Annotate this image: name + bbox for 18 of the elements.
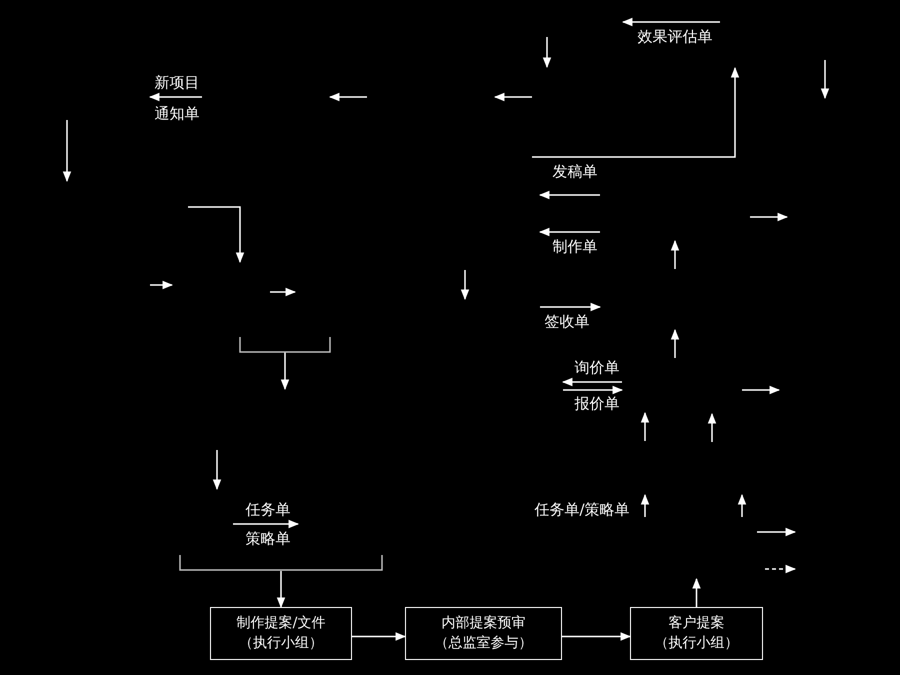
form-label: 通知单 [154,106,200,122]
form-label: 任务单/策略单 [534,502,630,518]
form-label: 效果评估单 [638,30,712,44]
arrow [562,632,632,641]
form-label: 发稿单 [552,164,598,180]
form-label: 报价单 [574,396,620,412]
form-label: 制作单 [552,240,598,254]
form-label: 签收单 [544,314,590,330]
process-box: 内部提案预审 （总监室参与） [405,607,562,660]
form-label: 任务单 [246,502,290,518]
bracket [179,554,383,571]
process-box: 客户提案 （执行小组） [630,607,763,660]
arrow [276,571,286,608]
process-box: 制作提案/文件 （执行小组） [210,607,352,660]
arrow [352,632,406,641]
arrow [692,578,701,607]
form-label: 询价单 [574,360,620,376]
form-label: 新项目 [154,76,200,90]
